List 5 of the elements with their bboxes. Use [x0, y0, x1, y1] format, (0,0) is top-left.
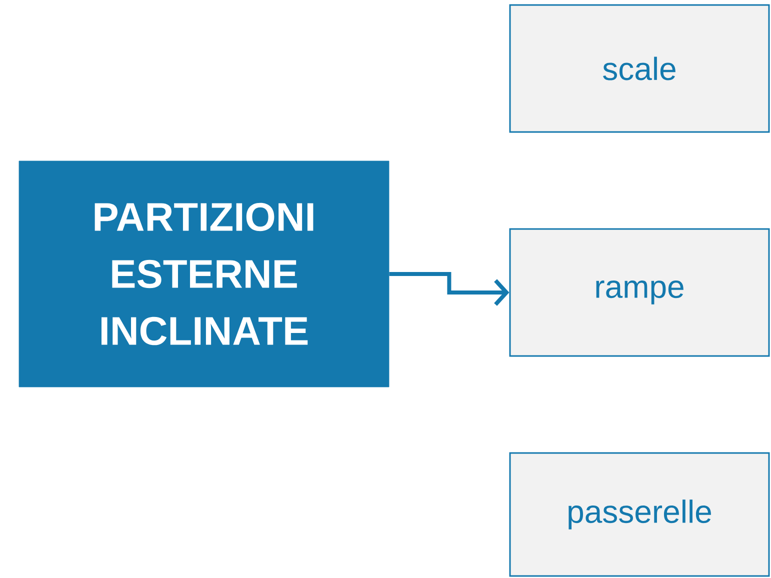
title-box: PARTIZIONI ESTERNE INCLINATE [18, 160, 390, 388]
category-box: passerelle [509, 452, 770, 577]
arrow [389, 272, 510, 306]
category-box: scale [509, 4, 770, 133]
category-box: rampe [509, 228, 770, 357]
